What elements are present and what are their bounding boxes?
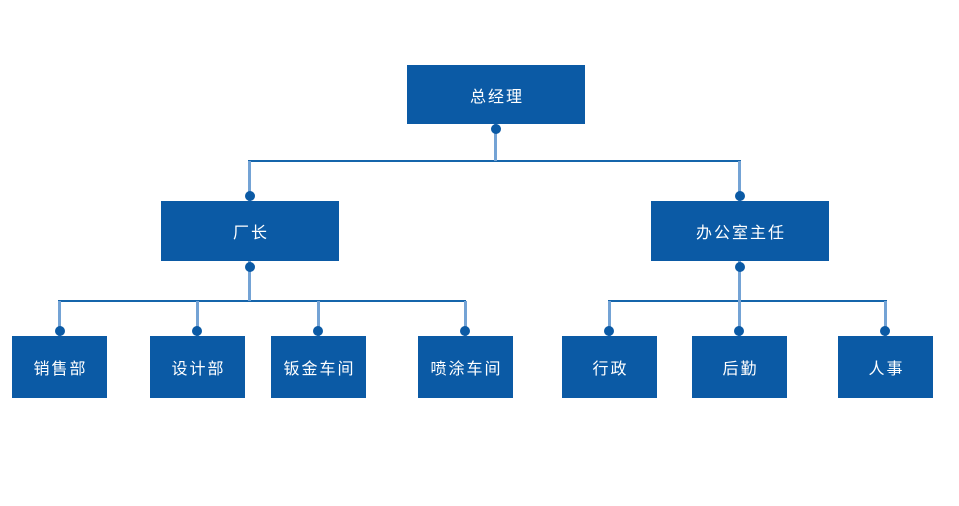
org-node-sales-dept[interactable]: 销售部 bbox=[12, 336, 107, 398]
connector-vertical-office-director-up bbox=[738, 161, 741, 201]
connector-dot-administration-top bbox=[604, 326, 614, 336]
connector-vertical-sales-up bbox=[58, 301, 61, 336]
org-node-office-director-label: 办公室主任 bbox=[695, 225, 786, 242]
org-node-logistics-label: 后勤 bbox=[722, 361, 759, 378]
connector-dot-hr-top bbox=[880, 326, 890, 336]
org-node-design-dept-label: 设计部 bbox=[171, 361, 226, 378]
org-node-sales-dept-label: 销售部 bbox=[33, 361, 88, 378]
connector-dot-general-manager-bottom bbox=[491, 124, 501, 134]
connector-vertical-sheet-metal-up bbox=[317, 301, 320, 336]
org-node-office-director[interactable]: 办公室主任 bbox=[651, 201, 829, 261]
connector-dot-sales-top bbox=[55, 326, 65, 336]
org-node-administration-label: 行政 bbox=[592, 361, 629, 378]
connector-horizontal-office-children bbox=[608, 300, 887, 302]
connector-vertical-logistics-up bbox=[738, 301, 741, 336]
connector-dot-factory-director-top bbox=[245, 191, 255, 201]
org-node-factory-director[interactable]: 厂长 bbox=[161, 201, 339, 261]
connector-dot-factory-director-bottom bbox=[245, 262, 255, 272]
org-node-sheet-metal-workshop[interactable]: 钣金车间 bbox=[271, 336, 366, 398]
connector-vertical-hr-up bbox=[884, 301, 887, 336]
org-node-general-manager[interactable]: 总经理 bbox=[407, 65, 585, 124]
connector-horizontal-root-children bbox=[248, 160, 741, 162]
org-node-spray-paint-workshop[interactable]: 喷涂车间 bbox=[418, 336, 513, 398]
org-node-hr-label: 人事 bbox=[868, 361, 905, 378]
org-node-design-dept[interactable]: 设计部 bbox=[150, 336, 245, 398]
connector-dot-spray-paint-top bbox=[460, 326, 470, 336]
connector-horizontal-factory-children bbox=[58, 300, 466, 302]
connector-dot-logistics-top bbox=[734, 326, 744, 336]
connector-vertical-general-manager-down bbox=[494, 124, 497, 161]
org-node-sheet-metal-workshop-label: 钣金车间 bbox=[283, 361, 356, 378]
connector-vertical-spray-paint-up bbox=[464, 301, 467, 336]
org-node-administration[interactable]: 行政 bbox=[562, 336, 657, 398]
org-node-logistics[interactable]: 后勤 bbox=[692, 336, 787, 398]
org-node-general-manager-label: 总经理 bbox=[469, 88, 524, 106]
connector-vertical-factory-director-down bbox=[248, 261, 251, 301]
org-node-hr[interactable]: 人事 bbox=[838, 336, 933, 398]
org-node-spray-paint-workshop-label: 喷涂车间 bbox=[430, 361, 503, 378]
connector-dot-office-director-top bbox=[735, 191, 745, 201]
org-node-factory-director-label: 厂长 bbox=[232, 225, 269, 242]
connector-vertical-administration-up bbox=[608, 301, 611, 336]
connector-dot-design-top bbox=[192, 326, 202, 336]
connector-dot-sheet-metal-top bbox=[313, 326, 323, 336]
connector-vertical-factory-director-up bbox=[248, 161, 251, 201]
connector-vertical-office-director-down bbox=[738, 261, 741, 301]
connector-vertical-design-up bbox=[196, 301, 199, 336]
connector-dot-office-director-bottom bbox=[735, 262, 745, 272]
